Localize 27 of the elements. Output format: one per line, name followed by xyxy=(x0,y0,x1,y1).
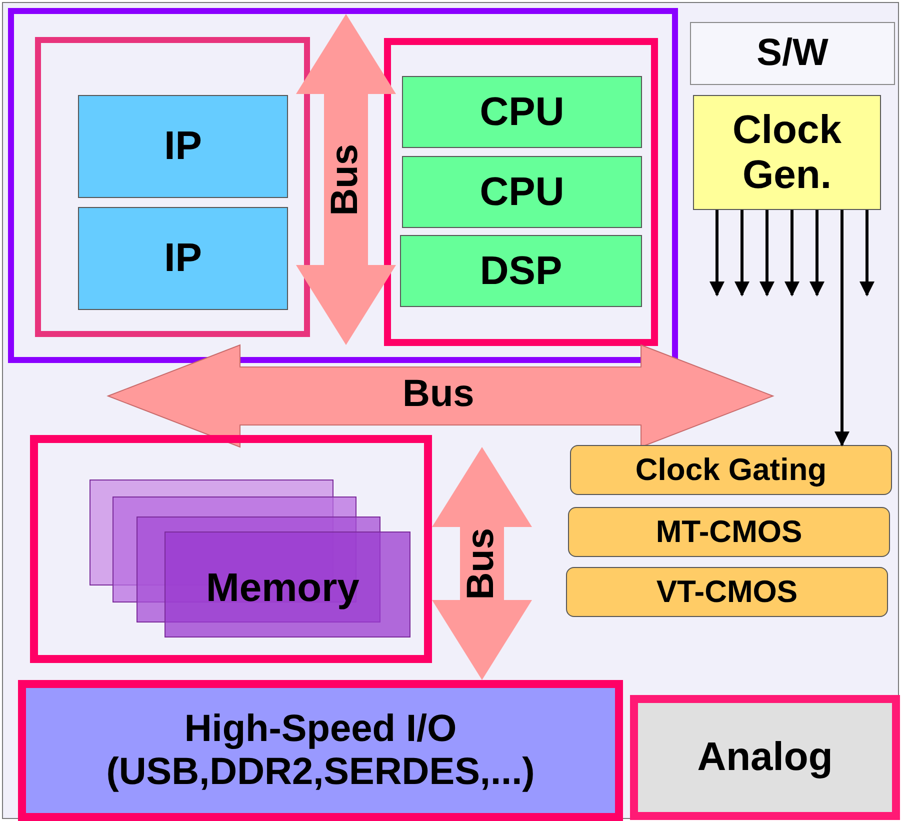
cpu-block: CPU xyxy=(402,156,642,228)
software-block: S/W xyxy=(690,22,895,85)
arrow xyxy=(810,210,824,296)
io-block: High-Speed I/O (USB,DDR2,SERDES,...) xyxy=(18,680,623,821)
cpu-block: CPU xyxy=(402,76,642,148)
arrow xyxy=(784,210,800,296)
ip-block: IP xyxy=(78,207,288,310)
clock-gating-block: Clock Gating xyxy=(570,445,892,495)
edge-label: Bus xyxy=(461,528,503,600)
arrow xyxy=(710,210,724,296)
bus-label: Bus xyxy=(402,374,474,416)
edge-label: Bus xyxy=(325,144,367,216)
group-frame xyxy=(35,37,310,337)
memory-label: Memory xyxy=(206,566,360,610)
ip-block: IP xyxy=(78,95,288,198)
dsp-block: DSP xyxy=(400,235,642,307)
arrow xyxy=(834,210,850,446)
clock-generator-block: Clock Gen. xyxy=(693,95,881,210)
arrow xyxy=(860,210,874,296)
vt-cmos-block: VT-CMOS xyxy=(566,567,888,617)
group-frame xyxy=(384,38,658,346)
analog-block: Analog xyxy=(630,695,900,820)
arrow xyxy=(734,210,750,296)
group-frame xyxy=(8,8,678,363)
mt-cmos-block: MT-CMOS xyxy=(568,507,890,557)
group-frame xyxy=(30,435,432,663)
arrow xyxy=(760,210,774,296)
